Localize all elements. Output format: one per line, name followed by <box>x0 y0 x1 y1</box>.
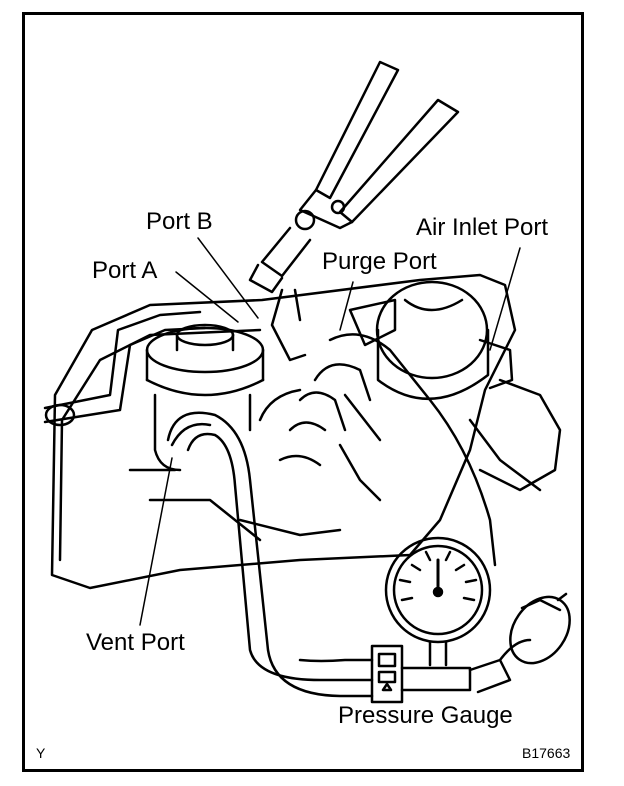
label-purge-port: Purge Port <box>322 248 437 275</box>
vent-port-cap <box>145 323 265 472</box>
hand <box>258 333 497 567</box>
label-vent-port: Vent Port <box>86 629 185 656</box>
label-pressure-gauge: Pressure Gauge <box>338 702 513 729</box>
figure-code: B17663 <box>522 745 571 761</box>
label-port-a: Port A <box>92 257 158 284</box>
label-air-inlet-port: Air Inlet Port <box>416 214 549 241</box>
purge-port-assembly <box>348 280 562 492</box>
vent-hose <box>166 411 374 698</box>
figure-frame <box>22 12 584 772</box>
leader-lines <box>139 237 521 626</box>
label-port-b: Port B <box>146 208 213 235</box>
pressure-gauge <box>370 536 571 704</box>
canister-body <box>50 273 517 590</box>
corner-code-left: Y <box>36 745 46 761</box>
pliers-tool <box>248 60 460 362</box>
